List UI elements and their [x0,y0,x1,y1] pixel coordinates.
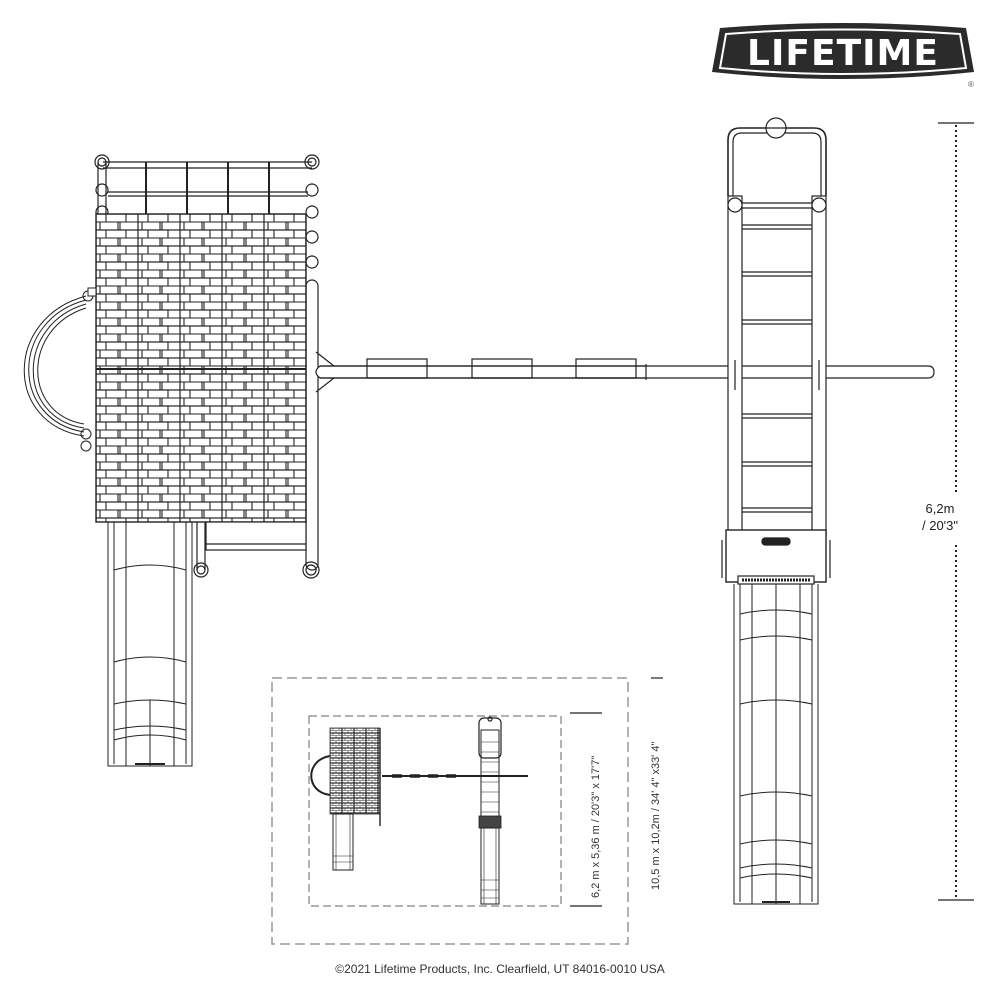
registered-mark: ® [968,80,974,89]
dimension-imperial: / 20'3" [921,518,958,533]
logo-text: LIFETIME [747,32,939,74]
inset-footprint [271,677,663,945]
clubhouse-brick-roof [95,213,307,523]
swing-beam [315,351,935,393]
monkey-bars [94,154,320,269]
wave-slide-left [107,522,193,767]
main-dimension-label: 6,2m / 20'3" [905,500,975,534]
main-dimension-line [938,122,974,901]
climbing-arch [23,287,97,452]
slide-platform [721,529,831,585]
dimension-metric: 6,2m [925,501,955,516]
inset-inner-dimension: 6,2 m x 5,36 m / 20'3" x 17'7" [590,755,602,898]
lifetime-logo: LIFETIME [712,22,974,84]
wave-slide-right [733,584,819,905]
inset-outer-dimension: 10,5 m x 10,2m / 34' 4" x33' 4" [650,741,662,890]
lower-deck [193,521,307,578]
copyright-footer: ©2021 Lifetime Products, Inc. Clearfield… [335,962,665,976]
a-frame-ladder [727,117,827,537]
